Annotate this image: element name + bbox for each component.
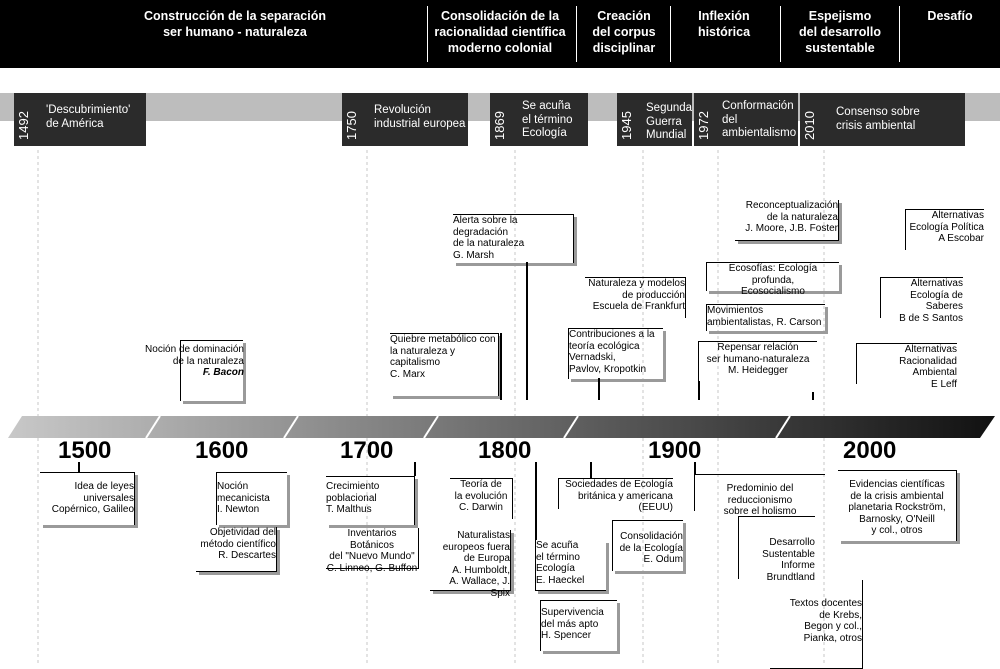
milestone-box <box>800 93 965 146</box>
event-above-author: F. Bacon <box>202 367 244 378</box>
milestone-box <box>617 93 692 146</box>
event-below: Objetividad del método científico R. Des… <box>196 527 277 572</box>
milestone-text: Se acuña el término Ecología <box>522 100 573 139</box>
event-connector <box>535 462 537 540</box>
period-divider <box>670 6 671 62</box>
event-above-text: Noción de dominación de la naturaleza <box>145 344 244 367</box>
event-connector <box>500 333 502 400</box>
event-above: Alerta sobre la degradación de la natura… <box>453 214 574 263</box>
period-label: Consolidación de la racionalidad científ… <box>434 9 566 55</box>
event-below: Crecimiento poblacional T. Malthus <box>326 476 415 525</box>
event-connector <box>698 381 700 400</box>
period-label: Inflexión histórica <box>697 9 751 39</box>
milestone-box <box>342 93 468 146</box>
period-divider <box>899 6 900 62</box>
event-below: Predominio del reduccionismo sobre el ho… <box>694 474 825 517</box>
event-below: Sociedades de Ecología británica y ameri… <box>558 478 673 513</box>
century-label: 1900 <box>648 437 702 464</box>
period-divider <box>427 6 428 62</box>
event-below: Textos docentes de Krebs, Begon y col., … <box>770 580 863 669</box>
event-above: Reconceptualización de la naturaleza J. … <box>735 200 839 241</box>
event-below: Noción mecanicista I. Newton <box>216 472 287 525</box>
event-below: Inventarios Botánicos del "Nuevo Mundo" … <box>326 528 419 574</box>
event-connector <box>598 378 600 400</box>
century-label: 1600 <box>195 437 249 464</box>
event-below: Desarrollo Sustentable Informe Brundtlan… <box>738 516 815 583</box>
event-below: Teoría de la evolución C. Darwin <box>450 478 513 519</box>
milestone-box <box>694 93 798 146</box>
milestone-box <box>490 93 588 146</box>
event-above: Contribuciones a la teoría ecológica Ver… <box>568 328 663 379</box>
milestone-text: Segunda Guerra Mundial <box>646 102 693 141</box>
event-above: Alternativas Ecología de Saberes B de S … <box>880 277 963 324</box>
event-connector <box>78 462 80 472</box>
event-connector <box>812 392 814 400</box>
event-above: Alternativas Ecología Política A Escobar <box>905 209 984 250</box>
period-label: Espejismo del desarrollo sustentable <box>799 9 881 55</box>
period-header-bar <box>0 0 1000 68</box>
century-label: 1500 <box>58 437 112 464</box>
milestone-text: Revolución industrial europea <box>374 104 466 130</box>
event-below: Idea de leyes universales Copérnico, Gal… <box>40 472 135 525</box>
event-above: Naturaleza y modelos de producción Escue… <box>585 277 686 318</box>
event-below: Evidencias científicas de la crisis ambi… <box>838 470 957 541</box>
milestone-text: Consenso sobre crisis ambiental <box>836 106 920 132</box>
century-label: 1700 <box>340 437 394 464</box>
timeline-arrow <box>8 415 995 439</box>
event-above: Movimientos ambientalistas, R. Carson <box>706 304 825 331</box>
century-label: 1800 <box>478 437 532 464</box>
period-divider <box>780 6 781 62</box>
milestone-text: Conformación del ambientalismo <box>722 100 797 139</box>
century-label: 2000 <box>843 437 897 464</box>
event-connector <box>694 462 696 474</box>
event-above: Quiebre metabólico con la naturaleza y c… <box>390 333 499 396</box>
event-above <box>180 340 243 401</box>
event-above: Ecosofías: Ecología profunda, Ecosociali… <box>706 262 839 297</box>
period-label: Construcción de la separación ser humano… <box>144 9 326 39</box>
event-above: Repensar relación ser humano-naturaleza … <box>698 341 817 382</box>
event-connector <box>590 462 592 478</box>
period-divider <box>576 6 577 62</box>
event-connector <box>414 462 416 476</box>
event-below: Supervivencia del más apto H. Spencer <box>540 600 617 651</box>
milestone-text: 'Descubrimiento' de América <box>46 104 131 130</box>
event-below: Se acuña el término Ecología E. Haeckel <box>535 540 606 591</box>
milestone-box <box>14 93 146 146</box>
event-above: Alternativas Racionalidad Ambiental E Le… <box>856 343 957 390</box>
event-below: Naturalistas europeos fuera de Europa A.… <box>430 530 511 599</box>
event-connector <box>526 262 528 400</box>
period-label: Creación del corpus disciplinar <box>592 9 656 55</box>
period-label: Desafío <box>927 9 973 23</box>
event-below: Consolidación de la Ecología E. Odum <box>612 520 683 571</box>
